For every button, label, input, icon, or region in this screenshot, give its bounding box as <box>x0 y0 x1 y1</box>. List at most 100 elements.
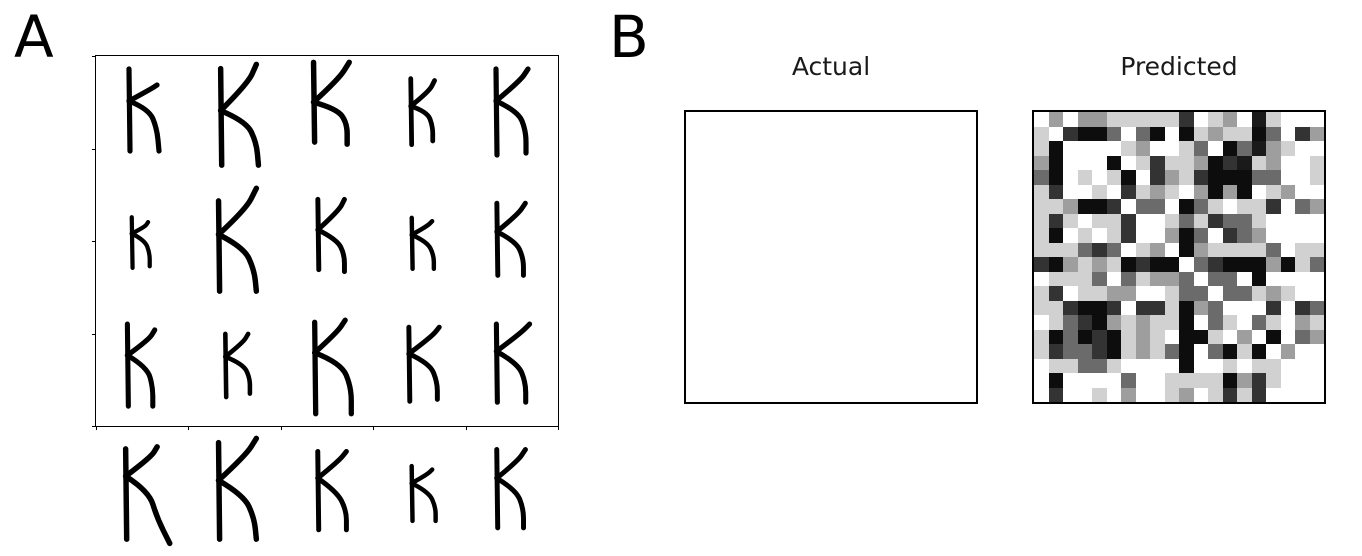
glyph-stem-stroke <box>125 66 133 154</box>
heatmap-cell <box>1077 242 1092 257</box>
heatmap-cell <box>1208 141 1223 156</box>
heatmap-cell <box>1063 170 1078 185</box>
heatmap-cell <box>1295 344 1310 359</box>
heatmap-cell <box>1034 155 1049 170</box>
glyph-stem-stroke <box>122 446 130 542</box>
glyph-upper-arm-stroke <box>314 448 349 481</box>
glyph-stem-stroke <box>215 439 223 542</box>
heatmap-cell <box>1077 315 1092 330</box>
heatmap-cell <box>1193 344 1208 359</box>
heatmap-cell <box>1106 373 1121 388</box>
heatmap-cell <box>1193 300 1208 315</box>
glyph-lower-leg-stroke <box>215 231 260 294</box>
glyph-upper-arm-stroke <box>310 59 352 105</box>
heatmap-cell <box>1034 344 1049 359</box>
heatmap-cell <box>1121 199 1136 214</box>
heatmap-cell <box>1106 286 1121 301</box>
heatmap-cell <box>1266 141 1281 156</box>
heatmap-cell <box>1280 271 1295 286</box>
heatmap-cell <box>1309 344 1324 359</box>
heatmap-cell <box>1266 358 1281 373</box>
heatmap-cell <box>1077 387 1092 402</box>
heatmap-cell <box>1295 141 1310 156</box>
glyph-lower-leg-stroke <box>124 352 155 409</box>
heatmap-cell <box>1150 387 1165 402</box>
heatmap-cell <box>1135 170 1150 185</box>
heatmap-cell <box>1048 315 1063 330</box>
heatmap-cell <box>1179 286 1194 301</box>
heatmap-cell <box>1048 228 1063 243</box>
actual-panel-title: Actual <box>791 52 871 81</box>
heatmap-cell <box>1106 358 1121 373</box>
heatmap-cell <box>1266 271 1281 286</box>
axis-tick-x <box>280 426 282 430</box>
heatmap-cell <box>1063 286 1078 301</box>
heatmap-cell <box>1193 184 1208 199</box>
heatmap-cell <box>1309 112 1324 127</box>
heatmap-cell <box>1092 286 1107 301</box>
heatmap-cell <box>1309 329 1324 344</box>
heatmap-cell <box>1280 344 1295 359</box>
heatmap-cell <box>1266 315 1281 330</box>
heatmap-cell <box>1222 344 1237 359</box>
heatmap-cell <box>1077 126 1092 141</box>
heatmap-cell <box>1295 373 1310 388</box>
heatmap-cell <box>1164 373 1179 388</box>
heatmap-cell <box>1135 373 1150 388</box>
heatmap-cell <box>1295 271 1310 286</box>
heatmap-cell <box>1106 344 1121 359</box>
heatmap-cell <box>1266 286 1281 301</box>
heatmap-cell <box>1280 300 1295 315</box>
heatmap-cell <box>1222 141 1237 156</box>
heatmap-cell <box>1164 300 1179 315</box>
heatmap-cell <box>1063 126 1078 141</box>
heatmap-cell <box>1135 271 1150 286</box>
character-sample <box>468 308 558 430</box>
heatmap-cell <box>1092 213 1107 228</box>
heatmap-cell <box>1222 199 1237 214</box>
heatmap-cell <box>1135 141 1150 156</box>
glyph-stem-stroke <box>493 66 500 158</box>
heatmap-cell <box>1034 300 1049 315</box>
heatmap-cell <box>1150 271 1165 286</box>
heatmap-cell <box>1135 300 1150 315</box>
heatmap-cell <box>1193 257 1208 272</box>
heatmap-cell <box>1266 242 1281 257</box>
heatmap-cell <box>1309 126 1324 141</box>
glyph-lower-leg-stroke <box>215 477 260 542</box>
glyph-lower-leg-stroke <box>217 107 262 168</box>
glyph-stem-stroke <box>217 65 225 168</box>
glyph-lower-leg-stroke <box>122 473 173 547</box>
heatmap-cell <box>1121 373 1136 388</box>
heatmap-cell <box>1193 199 1208 214</box>
heatmap-cell <box>1309 170 1324 185</box>
heatmap-cell <box>1193 126 1208 141</box>
heatmap-cell <box>1106 184 1121 199</box>
heatmap-cell <box>1237 271 1252 286</box>
heatmap-cell <box>1048 387 1063 402</box>
heatmap-cell <box>1121 315 1136 330</box>
character-sample <box>381 308 468 430</box>
heatmap-cell <box>1295 228 1310 243</box>
heatmap-cell <box>1048 344 1063 359</box>
heatmap-cell <box>1121 358 1136 373</box>
heatmap-cell <box>1063 344 1078 359</box>
heatmap-cell <box>1077 271 1092 286</box>
heatmap-cell <box>1164 228 1179 243</box>
heatmap-cell <box>1266 257 1281 272</box>
character-sample <box>381 430 468 556</box>
heatmap-cell <box>1237 242 1252 257</box>
glyph-upper-arm-stroke <box>129 220 150 236</box>
heatmap-cell <box>1092 112 1107 127</box>
heatmap-cell <box>1150 112 1165 127</box>
glyph-upper-arm-stroke <box>494 200 528 235</box>
glyph-lower-leg-stroke <box>409 232 437 272</box>
heatmap-cell <box>1266 213 1281 228</box>
heatmap-cell <box>1222 373 1237 388</box>
heatmap-cell <box>1208 387 1223 402</box>
heatmap-cell <box>1295 387 1310 402</box>
heatmap-cell <box>1048 199 1063 214</box>
heatmap-cell <box>1034 329 1049 344</box>
axis-tick-y <box>92 241 96 242</box>
heatmap-cell <box>1208 213 1223 228</box>
